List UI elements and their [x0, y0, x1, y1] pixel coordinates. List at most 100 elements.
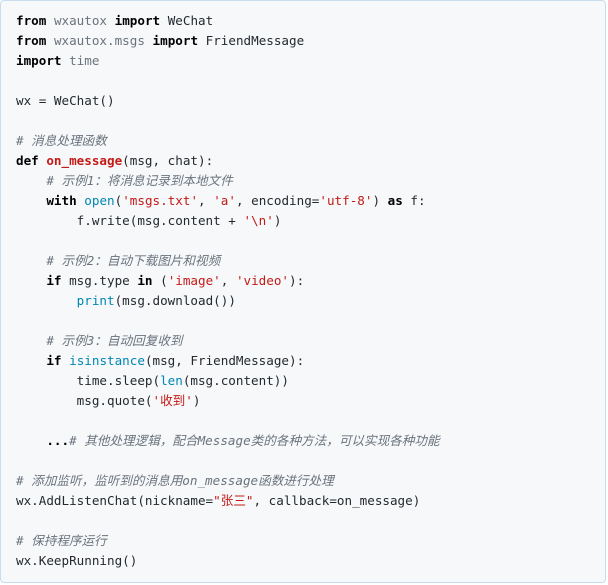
code-token	[62, 53, 70, 68]
code-token: ,	[220, 273, 236, 288]
code-line: wx.AddListenChat(nickname="张三", callback…	[16, 491, 440, 511]
code-token: in	[137, 273, 153, 288]
code-token: wxautox	[53, 13, 108, 28]
code-token: )	[372, 193, 388, 208]
code-token: f.write(msg.content +	[16, 213, 244, 228]
code-line: wx = WeChat()	[16, 91, 440, 111]
code-token: wx.AddListenChat(nickname=	[16, 493, 214, 508]
code-token: , callback=on_message)	[253, 493, 421, 508]
code-token: if	[46, 353, 62, 368]
code-token	[16, 173, 46, 188]
code-token: len	[160, 373, 183, 388]
code-line	[16, 111, 440, 131]
code-line: time.sleep(len(msg.content))	[16, 371, 440, 391]
code-token	[16, 433, 46, 448]
code-line: # 示例2：自动下载图片和视频	[16, 251, 440, 271]
code-token: (	[152, 273, 168, 288]
code-token: # 示例2：自动下载图片和视频	[46, 253, 221, 268]
code-token: 'video'	[235, 273, 290, 288]
code-token: FriendMessage	[198, 33, 305, 48]
code-token: ...	[46, 433, 70, 448]
code-line: if isinstance(msg, FriendMessage):	[16, 351, 440, 371]
code-line: f.write(msg.content + '\n')	[16, 211, 440, 231]
code-token: , encoding=	[235, 193, 320, 208]
code-token	[16, 273, 46, 288]
code-token: (msg.download())	[114, 293, 236, 308]
code-line	[16, 511, 440, 531]
code-token: f:	[402, 193, 426, 208]
code-token: 'a'	[213, 193, 236, 208]
code-line: with open('msgs.txt', 'a', encoding='utf…	[16, 191, 440, 211]
code-line: def on_message(msg, chat):	[16, 151, 440, 171]
code-token	[16, 193, 46, 208]
code-token: if	[46, 273, 62, 288]
code-line	[16, 71, 440, 91]
code-line: from wxautox.msgs import FriendMessage	[16, 31, 440, 51]
code-token: ):	[289, 273, 305, 288]
code-token	[16, 333, 46, 348]
code-token: (msg, chat):	[122, 153, 214, 168]
code-token: # 添加监听，监听到的消息用on_message函数进行处理	[16, 473, 334, 488]
code-token: msg.type	[61, 273, 138, 288]
code-line: import time	[16, 51, 440, 71]
code-token: msg.quote(	[16, 393, 153, 408]
code-token	[16, 253, 46, 268]
code-line: # 消息处理函数	[16, 131, 440, 151]
code-line	[16, 311, 440, 331]
code-token: import	[114, 13, 161, 28]
code-token: wx = WeChat()	[16, 93, 115, 108]
code-token: (	[114, 193, 123, 208]
code-line: wx.KeepRunning()	[16, 551, 440, 571]
code-token: 'utf-8'	[319, 193, 373, 208]
code-token: time.sleep(	[16, 373, 161, 388]
code-token: # 示例3：自动回复收到	[46, 333, 183, 348]
code-token: import	[16, 53, 62, 68]
code-token	[46, 13, 54, 28]
code-token	[62, 353, 70, 368]
code-token: as	[387, 193, 403, 208]
code-token: with	[46, 193, 77, 208]
code-token: from	[16, 13, 47, 28]
code-token: )	[192, 393, 201, 408]
code-token: # 消息处理函数	[16, 133, 107, 148]
code-token: wxautox.msgs	[53, 33, 145, 48]
code-line	[16, 451, 440, 471]
code-token: # 其他处理逻辑，配合Message类的各种方法，可以实现各种功能	[69, 433, 440, 448]
code-token: )	[273, 213, 282, 228]
code-token: (msg.content))	[182, 373, 289, 388]
code-line: print(msg.download())	[16, 291, 440, 311]
code-line: # 示例1：将消息记录到本地文件	[16, 171, 440, 191]
code-token: from	[16, 33, 47, 48]
code-line	[16, 231, 440, 251]
code-line: # 添加监听，监听到的消息用on_message函数进行处理	[16, 471, 440, 491]
code-token: ,	[198, 193, 214, 208]
code-token: WeChat	[160, 13, 214, 28]
code-line: msg.quote('收到')	[16, 391, 440, 411]
code-token: (msg, FriendMessage):	[144, 353, 305, 368]
code-token	[145, 33, 153, 48]
code-token	[46, 33, 54, 48]
code-token: '收到'	[152, 393, 193, 408]
code-token: time	[69, 53, 100, 68]
code-line	[16, 411, 440, 431]
code-token: "张三"	[213, 493, 254, 508]
code-token: 'image'	[167, 273, 221, 288]
code-token: on_message	[46, 153, 123, 168]
code-token: isinstance	[69, 353, 145, 368]
code-token: wx.KeepRunning()	[16, 553, 138, 568]
code-token: 'msgs.txt'	[122, 193, 199, 208]
code-token: import	[152, 33, 199, 48]
code-token: print	[76, 293, 115, 308]
code-token: # 保持程序运行	[16, 533, 107, 548]
code-line: # 示例3：自动回复收到	[16, 331, 440, 351]
code-line: if msg.type in ('image', 'video'):	[16, 271, 440, 291]
code-token: open	[84, 193, 115, 208]
code-token	[107, 13, 115, 28]
code-token: def	[16, 153, 39, 168]
code-token: # 示例1：将消息记录到本地文件	[46, 173, 233, 188]
code-line: ...# 其他处理逻辑，配合Message类的各种方法，可以实现各种功能	[16, 431, 440, 451]
code-token	[16, 353, 46, 368]
code-line: from wxautox import WeChat	[16, 11, 440, 31]
